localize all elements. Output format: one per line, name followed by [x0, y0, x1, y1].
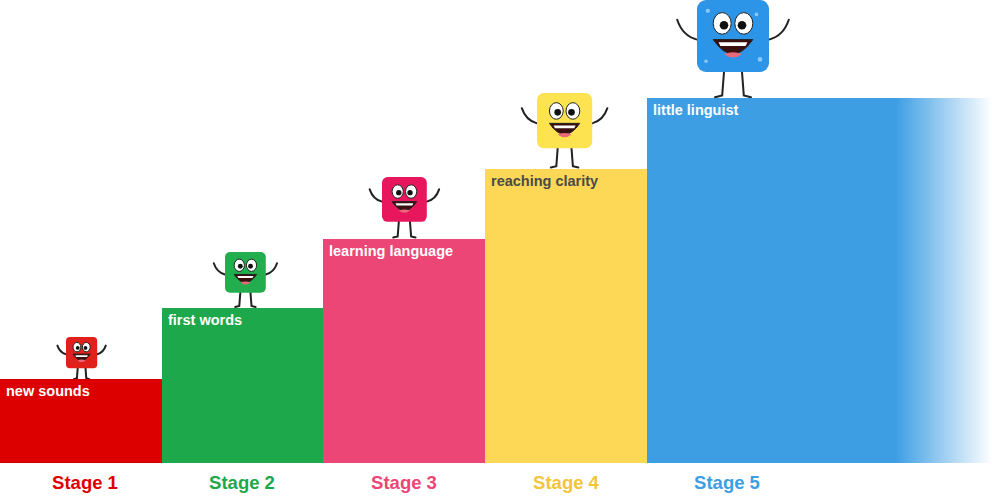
stage-step: little linguistStage 5	[647, 98, 992, 463]
mascot-part	[704, 59, 708, 63]
blue-mascot	[677, 0, 789, 97]
stage-number: Stage 1	[52, 472, 118, 494]
mascot-part	[697, 0, 769, 72]
stage-name: first words	[168, 312, 242, 328]
mascot-part	[755, 13, 759, 17]
stage-number: Stage 2	[209, 472, 275, 494]
yellow-mascot	[522, 93, 608, 168]
stage-name: learning language	[329, 243, 453, 259]
stage-name: little linguist	[653, 102, 738, 118]
pink-mascot	[370, 177, 439, 237]
mascot-part	[73, 342, 90, 362]
stage-step: reaching clarityStage 4	[485, 169, 647, 463]
mascot-part	[549, 103, 579, 138]
mascot-part	[225, 252, 266, 293]
mascot-part	[392, 185, 417, 213]
stage-name: reaching clarity	[491, 173, 598, 189]
mascot-part	[382, 177, 427, 222]
stage-name: new sounds	[6, 383, 90, 399]
stage-step: learning languageStage 3	[323, 239, 485, 463]
green-mascot	[214, 252, 277, 307]
red-mascot	[57, 337, 105, 379]
mascot-part	[713, 13, 753, 58]
mascot-part	[758, 57, 763, 62]
stage-number: Stage 4	[533, 472, 599, 494]
stage-number: Stage 3	[371, 472, 437, 494]
mascot-part	[66, 337, 97, 368]
mascot-part	[234, 259, 256, 285]
mascot-part	[537, 93, 592, 148]
stage-number: Stage 5	[694, 472, 760, 494]
stage-step: new soundsStage 1	[0, 379, 162, 463]
stage-step: first wordsStage 2	[162, 308, 323, 463]
mascot-part	[706, 9, 710, 13]
